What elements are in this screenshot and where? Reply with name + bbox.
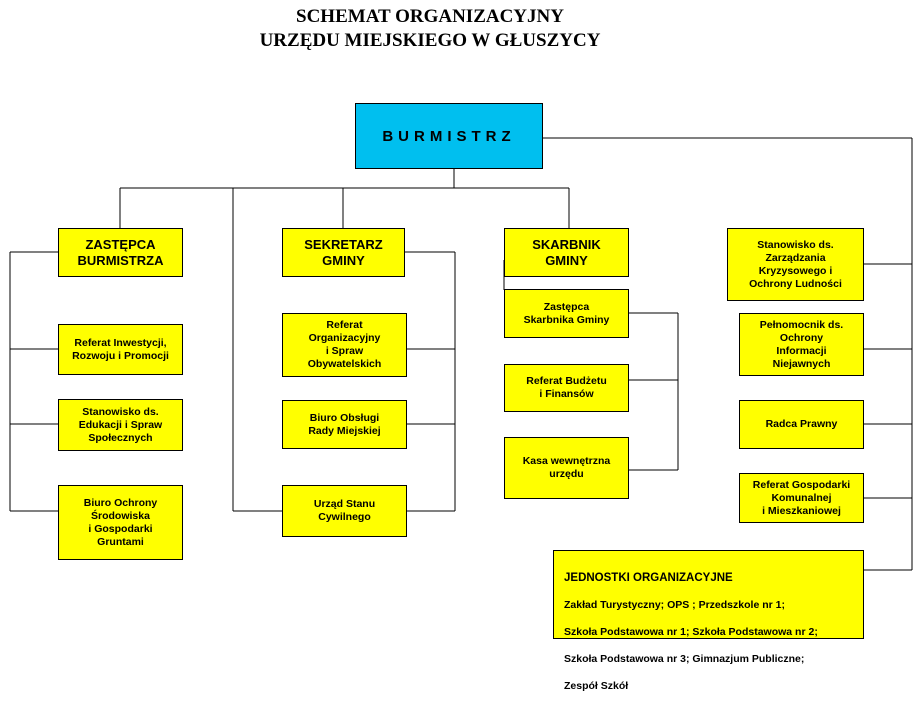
referat-organizacyjny-box: Referat Organizacyjny i Spraw Obywatelsk…: [282, 313, 407, 377]
jednostki-line: Szkoła Podstawowa nr 3; Gimnazjum Public…: [564, 652, 805, 665]
sekretarz-gminy-box: SEKRETARZ GMINY: [282, 228, 405, 277]
zarzadzanie-kryzysowe-box: Stanowisko ds. Zarządzania Kryzysowego i…: [727, 228, 864, 301]
connector-lines: [9, 137, 913, 571]
jednostki-organizacyjne-box: JEDNOSTKI ORGANIZACYJNE Zakład Turystycz…: [553, 550, 864, 692]
biuro-ochrony-srodowiska-box: Biuro Ochrony Środowiska i Gospodarki Gr…: [58, 485, 183, 560]
skarbnik-gminy-box: SKARBNIK GMINY: [504, 228, 629, 277]
urzad-stanu-cywilnego-box: Urząd Stanu Cywilnego: [282, 485, 407, 537]
referat-inwestycji-box: Referat Inwestycji, Rozwoju i Promocji: [58, 324, 183, 375]
chart-title-line-2: URZĘDU MIEJSKIEGO W GŁUSZYCY: [259, 30, 601, 51]
referat-budzetu-box: Referat Budżetu i Finansów: [504, 364, 629, 412]
zastepca-skarbnika-box: Zastępca Skarbnika Gminy: [504, 289, 629, 338]
jednostki-line: Zespół Szkół: [564, 679, 629, 692]
pelnomocnik-informacji-niejawnych-box: Pełnomocnik ds. Ochrony Informacji Nieja…: [739, 313, 864, 376]
chart-title-line-1: SCHEMAT ORGANIZACYJNY: [296, 6, 564, 27]
biuro-obslugi-rady-box: Biuro Obsługi Rady Miejskiej: [282, 400, 407, 449]
stanowisko-edukacji-box: Stanowisko ds. Edukacji i Spraw Społeczn…: [58, 399, 183, 451]
jednostki-line: Zakład Turystyczny; OPS ; Przedszkole nr…: [564, 598, 785, 611]
kasa-wewnetrzna-box: Kasa wewnętrzna urzędu: [504, 437, 629, 499]
burmistrz-box: BURMISTRZ: [355, 103, 543, 169]
referat-gospodarki-komunalnej-box: Referat Gospodarki Komunalnej i Mieszkan…: [739, 473, 864, 523]
jednostki-title: JEDNOSTKI ORGANIZACYJNE: [564, 571, 733, 584]
zastepca-burmistrza-box: ZASTĘPCA BURMISTRZA: [58, 228, 183, 277]
jednostki-line: Szkoła Podstawowa nr 1; Szkoła Podstawow…: [564, 625, 818, 638]
radca-prawny-box: Radca Prawny: [739, 400, 864, 449]
